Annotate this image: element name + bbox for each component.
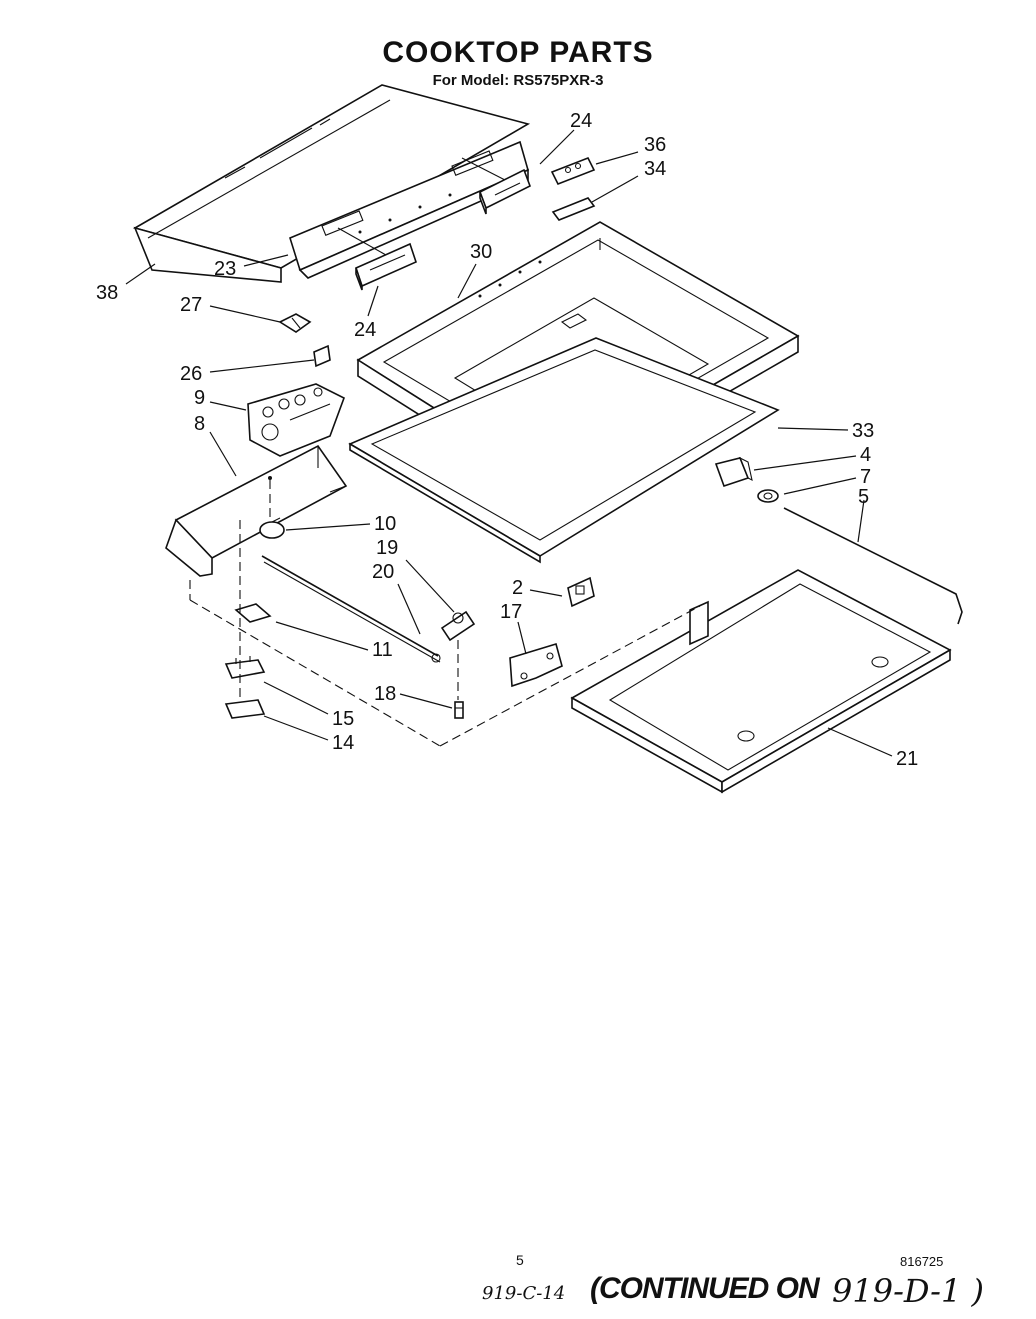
callout-14: 14 [332, 732, 354, 754]
page-title: COOKTOP PARTS [382, 36, 654, 69]
part-21-drip-tray [570, 569, 952, 794]
callout-24-lower: 24 [354, 319, 376, 341]
part-5-rod [783, 507, 963, 625]
callout-17: 17 [500, 601, 522, 623]
callout-8: 8 [194, 413, 205, 435]
part-27-bracket [278, 313, 312, 333]
part-20-link-rod [261, 555, 441, 663]
callout-23: 23 [214, 258, 236, 280]
callout-24-upper: 24 [570, 110, 592, 132]
leader-lines [125, 129, 893, 757]
callout-26: 26 [180, 363, 202, 385]
callout-20: 20 [372, 561, 394, 583]
part-14-terminal-block [224, 699, 266, 719]
callout-numbers: 38 23 24 24 36 34 30 27 26 9 8 33 4 7 5 … [96, 110, 918, 770]
callout-36: 36 [644, 134, 666, 156]
callout-18: 18 [374, 683, 396, 705]
callout-7: 7 [860, 466, 871, 488]
part-18-screw [454, 701, 464, 719]
callout-5: 5 [858, 486, 869, 508]
part-17-hinge-bracket [509, 642, 563, 688]
part-33-seal [348, 337, 780, 564]
page-number: 5 [516, 1252, 524, 1268]
callout-4: 4 [860, 444, 871, 466]
part-24-switch-lower [337, 227, 417, 291]
callout-34: 34 [644, 158, 666, 180]
handwritten-page-ref: 919-C-14 [482, 1283, 566, 1304]
continued-on-label: (CONTINUED ON [590, 1272, 820, 1305]
document-code: 816725 [900, 1254, 944, 1269]
part-2-bracket [567, 576, 595, 608]
part-8-switch-bracket [165, 444, 348, 577]
part-26-clip [313, 344, 331, 368]
part-19-pivot [440, 610, 476, 642]
callout-15: 15 [332, 708, 354, 730]
callout-2: 2 [512, 577, 523, 599]
part-4-socket [714, 456, 753, 488]
part-10-knob-shaft [259, 517, 285, 539]
callout-33: 33 [852, 420, 874, 442]
part-36-indicator [550, 156, 596, 186]
part-7-grommet [757, 489, 779, 503]
part-24-switch-upper [461, 157, 532, 215]
callout-30: 30 [470, 241, 492, 263]
part-38-control-panel-trim [132, 84, 531, 283]
callout-9: 9 [194, 387, 205, 409]
part-15-terminal-block [224, 656, 266, 679]
callout-11: 11 [372, 639, 393, 661]
handwritten-next-page-ref: 919-D-1 ) [832, 1272, 984, 1310]
callout-19: 19 [376, 537, 398, 559]
callout-21: 21 [896, 748, 918, 770]
part-11-insulator [234, 603, 272, 623]
part-9-infinite-switch [247, 383, 345, 457]
model-subtitle: For Model: RS575PXR-3 [432, 72, 604, 89]
callout-27: 27 [180, 294, 202, 316]
callout-10: 10 [374, 513, 396, 535]
part-34-retainer [551, 197, 596, 221]
assembly-lines [189, 480, 701, 747]
callout-38: 38 [96, 282, 118, 304]
